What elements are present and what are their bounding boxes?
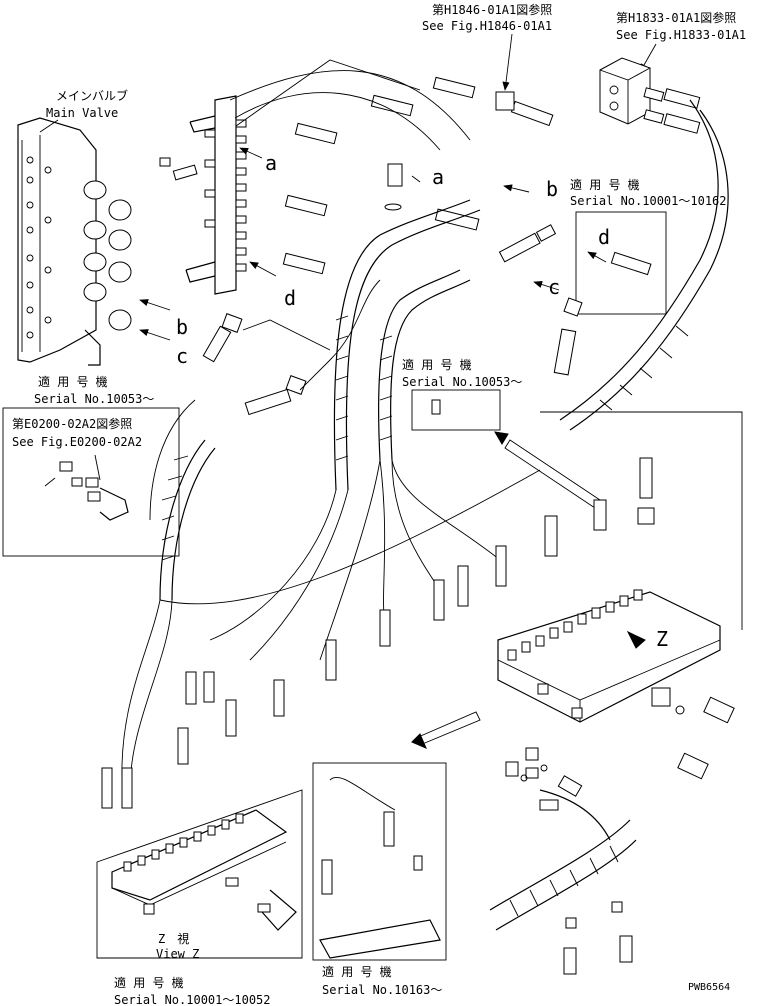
serial-label-jp-left: 適 用 号 機 (38, 374, 108, 389)
callout-c-center: c (548, 275, 560, 299)
ref-box-e0200 (2, 407, 180, 557)
serial-box-b (411, 389, 501, 431)
serial-label-jp-b: 適 用 号 機 (402, 357, 472, 372)
lower-manifold (497, 589, 721, 723)
direction-arrow-upper (504, 439, 601, 509)
top-right-fittings (643, 87, 701, 134)
main-valve-block (17, 117, 132, 366)
callout-b-left: b (176, 315, 188, 339)
callout-c-left: c (176, 344, 188, 368)
serial-label-left: Serial No.10053～ (34, 392, 154, 406)
detail-frame (540, 411, 743, 630)
serial-box-a (575, 211, 667, 315)
main-valve-label-jp: メインバルブ (56, 88, 128, 103)
ref-h1846-jp: 第H1846-01A1図参照 (432, 2, 552, 17)
serial-label-e: Serial No.10163～ (322, 983, 442, 997)
serial-label-d: Serial No.10001～10052 (114, 993, 271, 1006)
top-right-valve-block (599, 57, 651, 125)
elbow-fittings (202, 297, 583, 416)
callout-b-center: b (546, 177, 558, 201)
serial-label-a: Serial No.10001～10162 (570, 194, 727, 208)
main-valve-label-en: Main Valve (46, 106, 118, 120)
switch-assembly-icon (44, 454, 129, 521)
serial-label-jp-a: 適 用 号 機 (570, 177, 640, 192)
lower-right-assembly (489, 747, 637, 975)
callout-d-box: d (598, 225, 610, 249)
hoses (121, 59, 729, 791)
serial-label-jp-e: 適 用 号 機 (322, 964, 392, 979)
view-z-box (96, 789, 303, 959)
drawing-number: PWB6564 (688, 982, 730, 993)
serial-box-e (312, 762, 447, 961)
vertical-hose-ends (101, 457, 655, 809)
view-z-label-en: View Z (156, 947, 199, 961)
view-z-manifold (111, 809, 297, 931)
serial-label-b: Serial No.10053～ (402, 375, 522, 389)
ref-e0200-jp: 第E0200-02A2図参照 (12, 416, 132, 431)
serial-label-jp-d: 適 用 号 機 (114, 975, 184, 990)
view-z-label-jp: Z 視 (158, 931, 189, 946)
hose-wrap-stripes (161, 315, 689, 561)
direction-arrow-lower (415, 711, 481, 746)
callout-d-left: d (284, 286, 296, 310)
ref-e0200-en: See Fig.E0200-02A2 (12, 435, 142, 449)
top-center-fittings (159, 76, 557, 275)
ref-h1833-jp: 第H1833-01A1図参照 (616, 10, 736, 25)
callout-z: Z (656, 627, 668, 651)
callout-a-left: a (265, 151, 277, 175)
callout-a-center: a (432, 165, 444, 189)
upper-manifold-bar (185, 95, 247, 295)
connector-right (651, 687, 735, 780)
ref-h1833-en: See Fig.H1833-01A1 (616, 28, 746, 42)
ref-h1846-en: See Fig.H1846-01A1 (422, 19, 552, 33)
